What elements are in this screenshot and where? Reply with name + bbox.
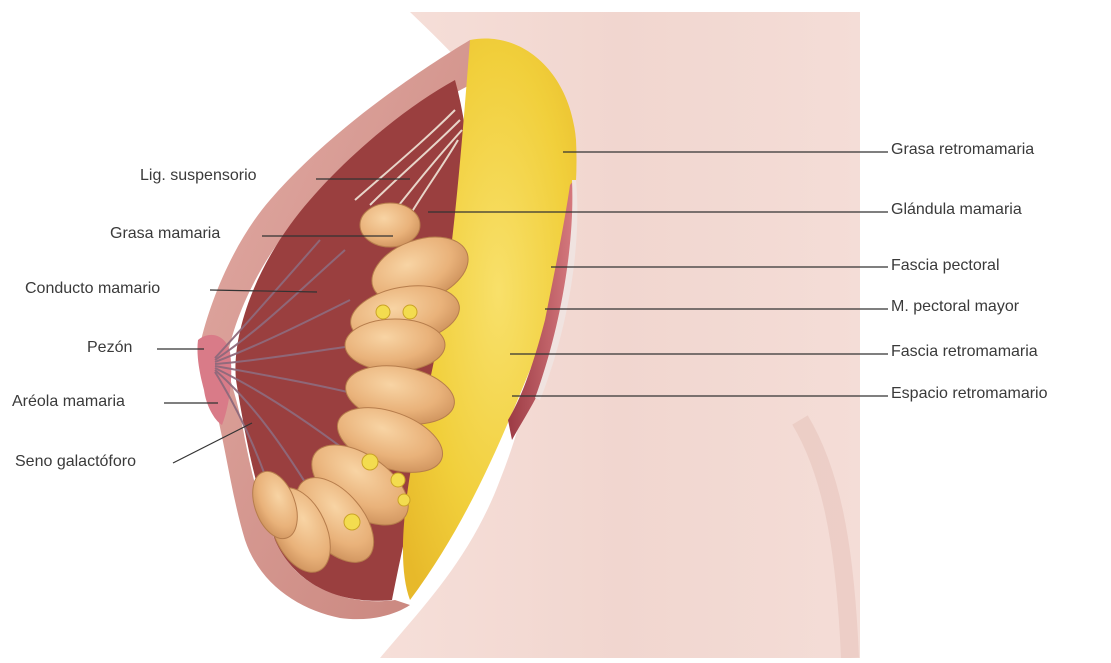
- label-fascia-retromamaria: Fascia retromamaria: [891, 342, 1038, 362]
- torso-shading: [860, 12, 1111, 658]
- label-lig-suspensorio: Lig. suspensorio: [140, 166, 257, 186]
- label-conducto-mamario: Conducto mamario: [25, 279, 160, 299]
- label-grasa-retromamaria: Grasa retromamaria: [891, 140, 1034, 160]
- label-espacio-retromamario: Espacio retromamario: [891, 384, 1048, 404]
- label-areola-mamaria: Aréola mamaria: [12, 392, 125, 412]
- label-glandula-mamaria: Glándula mamaria: [891, 200, 1022, 220]
- label-seno-galactoforo: Seno galactóforo: [15, 452, 136, 472]
- label-m-pectoral-mayor: M. pectoral mayor: [891, 297, 1019, 317]
- label-pezon: Pezón: [87, 338, 132, 358]
- label-fascia-pectoral: Fascia pectoral: [891, 256, 1000, 276]
- label-grasa-mamaria: Grasa mamaria: [110, 224, 220, 244]
